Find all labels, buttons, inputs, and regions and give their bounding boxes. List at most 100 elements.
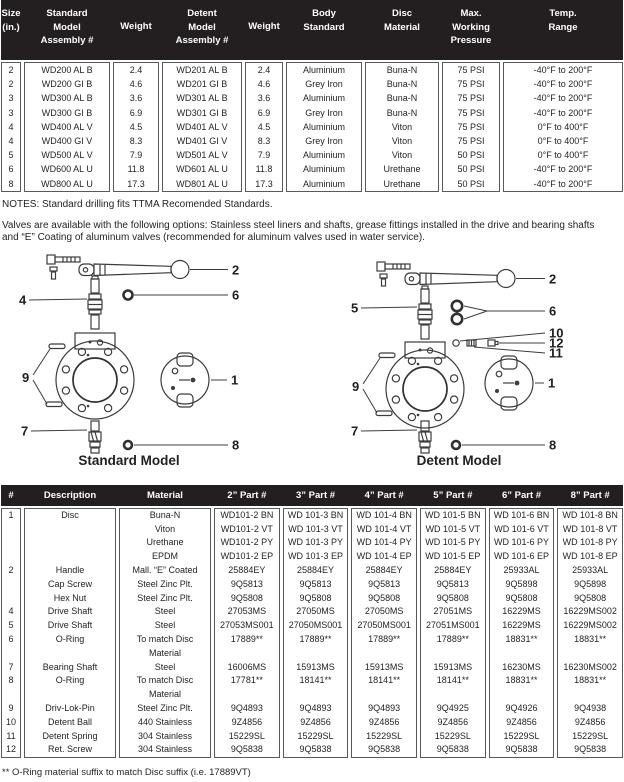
- spec-cell-temp-range: -40°F to 200°F: [503, 62, 623, 78]
- parts-cell-description: [24, 522, 116, 537]
- parts-cell-6in: 18831**: [488, 674, 555, 702]
- parts-header-6in: 6” Part #: [501, 489, 542, 501]
- parts-cell-material: Steel Zinc Plt.: [119, 577, 211, 592]
- parts-row: Viton WD101-2 VT WD 101-3 VT WD 101-4 VT…: [1, 522, 623, 537]
- parts-cell-material: 440 Stainless: [119, 715, 211, 730]
- parts-cell-3in: 9Q4893: [282, 701, 349, 716]
- bearing-shaft-drawing-detent: 7: [351, 420, 432, 454]
- spec-cell-weight-detent: 6.9: [245, 105, 283, 120]
- parts-cell-4in: 27050MS: [351, 605, 417, 620]
- parts-cell-material: Steel: [119, 605, 211, 620]
- spec-cell-weight-standard: 4.5: [113, 119, 159, 135]
- parts-cell-material: Mall. “E” Coated: [119, 564, 211, 578]
- spec-cell-standard-model: WD800 AL U: [24, 176, 110, 192]
- parts-cell-number: 11: [1, 729, 21, 744]
- bearing-shaft-drawing: 7: [21, 420, 102, 454]
- spec-cell-standard-model: WD600 AL U: [24, 162, 110, 177]
- spec-header-standard-model: Standard Model Assembly #: [40, 8, 94, 46]
- callout-disc-detent: 1: [548, 375, 555, 390]
- spec-cell-standard-model: WD300 AL B: [24, 91, 110, 106]
- spec-cell-size: 3: [1, 105, 21, 120]
- spec-row: 4 WD400 AL V 4.5 WD401 AL V 4.5 Aluminiu…: [1, 119, 623, 135]
- parts-cell-4in: 9Q5838: [351, 743, 417, 759]
- spec-cell-pressure: 75 PSI: [442, 62, 500, 78]
- parts-cell-2in: WD101-2 PY: [214, 536, 280, 551]
- spec-row: 2 WD200 GI B 4.6 WD201 GI B 4.6 Grey Iro…: [1, 77, 623, 92]
- spec-cell-body-standard: Aluminium: [286, 162, 362, 177]
- spec-cell-pressure: 50 PSI: [442, 176, 500, 192]
- spec-cell-weight-detent: 8.3: [245, 134, 283, 149]
- parts-cell-2in: 25884EY: [214, 564, 280, 578]
- parts-cell-5in: 17889**: [419, 633, 486, 661]
- spec-cell-pressure: 75 PSI: [442, 77, 500, 92]
- options-paragraph: Valves are available with the following …: [2, 219, 595, 243]
- callout-body-detent: 9: [352, 379, 359, 394]
- spec-cell-weight-standard: 7.9: [113, 148, 159, 163]
- oring-upper-drawing: 6: [122, 287, 239, 302]
- callout-oring-upper-standard: 6: [232, 287, 239, 302]
- parts-cell-5in: 9Q4925: [419, 701, 486, 716]
- parts-cell-8in: 9Q4938: [557, 701, 623, 716]
- callout-bearing-shaft-standard: 7: [21, 423, 28, 438]
- parts-cell-number: 8: [1, 674, 21, 702]
- spec-cell-weight-standard: 2.4: [113, 62, 159, 78]
- spec-header-body-standard: Body Standard: [303, 8, 345, 33]
- spec-cell-body-standard: Aluminium: [286, 148, 362, 163]
- parts-cell-5in: 15913MS: [419, 660, 486, 675]
- spec-cell-size: 4: [1, 119, 21, 135]
- spec-cell-detent-model: WD401 AL V: [162, 119, 242, 135]
- parts-cell-2in: 9Q5838: [214, 743, 280, 759]
- spec-row: 8 WD800 AL U 17.3 WD801 AL U 17.3 Alumin…: [1, 176, 623, 192]
- parts-row: 8 O-Ring To match Disc Material 17781** …: [1, 674, 623, 702]
- parts-cell-8in: 15229SL: [557, 729, 623, 744]
- spec-cell-size: 4: [1, 134, 21, 149]
- detent-model-label: Detent Model: [417, 453, 502, 468]
- spec-cell-disc-material: Viton: [365, 119, 439, 135]
- parts-cell-description: Ret. Screw: [24, 743, 116, 759]
- parts-cell-6in: 9Q4926: [488, 701, 555, 716]
- parts-cell-3in: WD 101-3 BN: [282, 507, 349, 523]
- parts-cell-number: 6: [1, 633, 21, 661]
- oring-lower-drawing: 8: [122, 437, 239, 452]
- parts-cell-number: [1, 522, 21, 537]
- parts-cell-number: [1, 536, 21, 551]
- spec-cell-weight-detent: 2.4: [245, 62, 283, 78]
- parts-cell-8in: 9Q5838: [557, 743, 623, 759]
- parts-table: # Description Material 2” Part # 3” Part…: [1, 484, 623, 759]
- parts-cell-8in: 9Q5898: [557, 577, 623, 592]
- parts-row: 11 Detent Spring 304 Stainless 15229SL 1…: [1, 729, 623, 744]
- spec-cell-detent-model: WD201 GI B: [162, 77, 242, 92]
- detent-spring-drawing: 11: [466, 339, 563, 360]
- spec-header-weight-standard: Weight: [120, 21, 152, 32]
- spec-cell-disc-material: Urethane: [365, 176, 439, 192]
- spec-row: 3 WD300 GI B 6.9 WD301 GI B 6.9 Grey Iro…: [1, 105, 623, 120]
- spec-cell-size: 6: [1, 162, 21, 177]
- parts-cell-8in: 18831**: [557, 674, 623, 702]
- standard-model-label: Standard Model: [78, 453, 179, 468]
- spec-cell-weight-standard: 4.6: [113, 77, 159, 92]
- parts-cell-3in: 25884EY: [282, 564, 349, 578]
- spec-cell-disc-material: Viton: [365, 134, 439, 149]
- parts-cell-3in: 9Z4856: [282, 715, 349, 730]
- parts-header-2in: 2” Part #: [227, 489, 267, 501]
- parts-cell-6in: 9Q5898: [488, 577, 555, 592]
- parts-cell-6in: 15229SL: [488, 729, 555, 744]
- parts-cell-8in: 9Z4856: [557, 715, 623, 730]
- parts-header-8in: 8” Part #: [570, 489, 610, 501]
- parts-cell-2in: WD101-2 BN: [214, 507, 280, 523]
- parts-cell-description: O-Ring: [24, 633, 116, 661]
- standard-model-diagram: 2 4 6: [19, 254, 239, 468]
- parts-cell-description: Bearing Shaft: [24, 660, 116, 675]
- spec-cell-body-standard: Aluminium: [286, 176, 362, 192]
- parts-cell-number: 12: [1, 743, 21, 759]
- parts-cell-4in: WD 101-4 BN: [351, 507, 417, 523]
- spec-cell-detent-model: WD601 AL U: [162, 162, 242, 177]
- parts-cell-5in: WD 101-5 VT: [419, 522, 486, 537]
- callout-orings-detent: 6: [549, 303, 556, 318]
- parts-cell-description: Handle: [24, 564, 116, 578]
- parts-row: 12 Ret. Screw 304 Stainless 9Q5838 9Q583…: [1, 743, 623, 759]
- ret-screw-drawing: 12: [487, 335, 563, 350]
- spec-cell-body-standard: Aluminium: [286, 91, 362, 106]
- parts-cell-description: Drive Shaft: [24, 605, 116, 620]
